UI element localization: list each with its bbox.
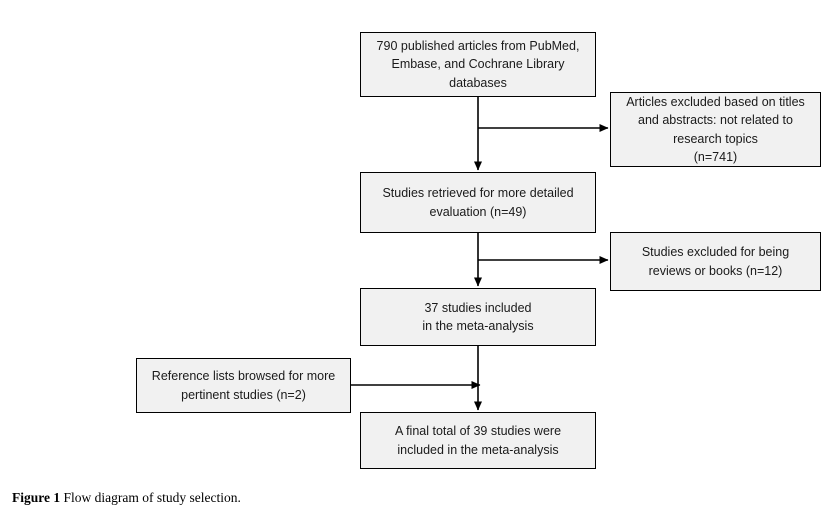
- node-excluded-titles: Articles excluded based on titles and ab…: [610, 92, 821, 167]
- node-sources-label: 790 published articles from PubMed, Emba…: [376, 39, 580, 90]
- node-sources: 790 published articles from PubMed, Emba…: [360, 32, 596, 97]
- node-retrieved: Studies retrieved for more detailed eval…: [360, 172, 596, 233]
- node-final: A final total of 39 studies were include…: [360, 412, 596, 469]
- node-excluded-reviews: Studies excluded for being reviews or bo…: [610, 232, 821, 291]
- node-final-label: A final total of 39 studies were include…: [394, 424, 562, 457]
- node-excluded-reviews-label: Studies excluded for being reviews or bo…: [641, 245, 790, 278]
- node-retrieved-label: Studies retrieved for more detailed eval…: [382, 186, 574, 219]
- node-included-label: 37 studies included in the meta-analysis: [422, 300, 534, 333]
- node-reference-lists-label: Reference lists browsed for more pertine…: [151, 369, 336, 402]
- figure-caption-text: Flow diagram of study selection.: [63, 490, 241, 505]
- figure-caption-label: Figure 1: [12, 490, 61, 505]
- node-excluded-titles-label: Articles excluded based on titles and ab…: [626, 95, 805, 164]
- node-reference-lists: Reference lists browsed for more pertine…: [136, 358, 351, 413]
- figure-caption: Figure 1 Flow diagram of study selection…: [12, 490, 241, 506]
- node-included: 37 studies included in the meta-analysis: [360, 288, 596, 346]
